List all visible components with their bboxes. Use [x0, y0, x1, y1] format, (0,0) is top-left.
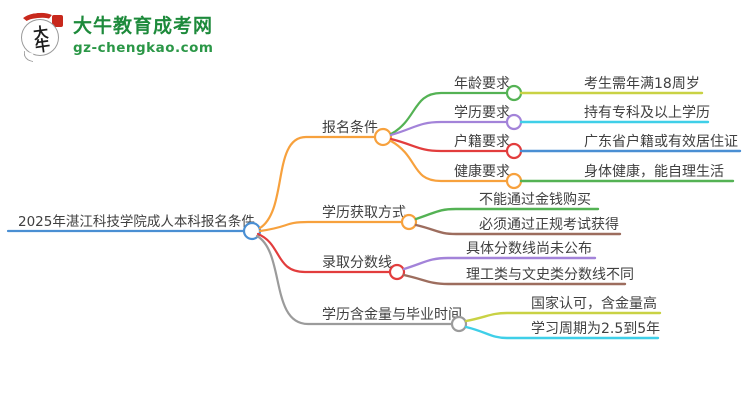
child-node	[505, 113, 523, 131]
child-edge	[389, 91, 508, 136]
leaf-label: 理工类与文史类分数线不同	[466, 267, 634, 283]
leaf-edge	[464, 325, 660, 340]
leaf-edge	[414, 223, 622, 236]
child-label: 户籍要求	[454, 133, 510, 150]
branch-edge	[255, 234, 453, 326]
branch-label: 录取分数线	[322, 255, 392, 271]
branch-node	[388, 263, 406, 281]
site-logo: 大牛 大牛教育成考网 gz-chengkao.com	[19, 11, 214, 63]
child-edge	[389, 139, 508, 183]
leaf-edge	[414, 207, 600, 221]
leaf-edge	[402, 256, 597, 271]
root-label: 2025年湛江科技学院成人本科报名条件	[18, 213, 255, 230]
child-label: 年龄要求	[454, 76, 510, 92]
leaf-label: 身体健康，能自理生活	[584, 163, 724, 180]
child-label: 健康要求	[454, 163, 510, 180]
leaf-label: 考生需年满18周岁	[584, 76, 700, 92]
child-edge	[389, 137, 508, 153]
leaf-label: 具体分数线尚未公布	[466, 241, 592, 257]
leaf-edge	[464, 311, 662, 323]
logo-speech-bubble: 大牛	[21, 19, 59, 56]
branch-node	[400, 213, 418, 231]
leaf-label: 广东省户籍或有效居住证	[584, 133, 738, 150]
child-edge	[389, 120, 508, 137]
branch-node	[450, 315, 468, 333]
leaf-label: 不能通过金钱购买	[479, 192, 591, 208]
branch-label: 学历获取方式	[322, 205, 406, 221]
leaf-label: 必须通过正规考试获得	[479, 216, 619, 233]
branch-label: 学历含金量与毕业时间	[322, 307, 462, 323]
site-url: gz-chengkao.com	[73, 39, 214, 56]
leaf-label: 国家认可，含金量高	[531, 295, 657, 312]
leaf-label: 学习周期为2.5到5年	[531, 321, 660, 337]
logo-characters: 大牛	[29, 23, 52, 52]
branch-edge	[256, 232, 391, 274]
site-name: 大牛教育成考网	[73, 15, 214, 38]
branch-label: 报名条件	[322, 119, 378, 136]
leaf-label: 持有专科及以上学历	[584, 105, 710, 121]
branch-edge	[258, 135, 376, 230]
branch-node	[373, 127, 393, 147]
child-node	[505, 142, 523, 160]
logo-text-block: 大牛教育成考网 gz-chengkao.com	[73, 15, 214, 56]
child-node	[505, 172, 523, 190]
logo-bubble-icon: 大牛	[19, 11, 66, 63]
branch-edge	[258, 220, 403, 233]
child-node	[505, 84, 523, 102]
logo-seal-stamp	[52, 15, 63, 27]
child-label: 学历要求	[454, 105, 510, 121]
leaf-edge	[402, 273, 627, 286]
